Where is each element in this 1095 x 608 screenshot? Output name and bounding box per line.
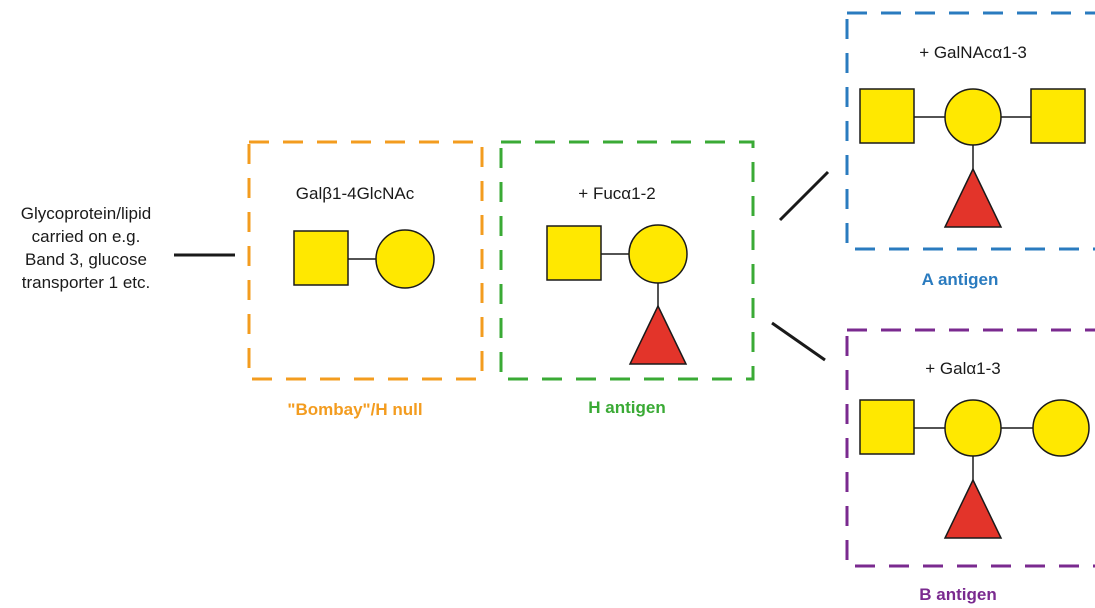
bombay-title: Galβ1-4GlcNAc — [296, 184, 415, 203]
fucose-triangle-icon — [943, 167, 1003, 228]
a-antigen-frame — [845, 11, 1095, 251]
terminal-galactose-circle-icon — [1032, 399, 1090, 457]
galactose-circle-icon — [944, 399, 1002, 457]
b-antigen-title: + Galα1-3 — [925, 359, 1001, 378]
a-antigen-title: + GalNAcα1-3 — [919, 43, 1027, 62]
galactose-circle-icon — [375, 229, 435, 289]
group-a-antigen: + GalNAcα1-3 A antigen — [845, 11, 1095, 289]
bombay-frame — [247, 140, 484, 381]
a-antigen-label: A antigen — [922, 270, 999, 289]
h-antigen-frame — [499, 140, 755, 381]
carrier-line: Band 3, glucose — [25, 250, 147, 269]
carrier-line: carried on e.g. — [31, 227, 141, 246]
b-antigen-frame — [845, 328, 1095, 568]
galactose-circle-icon — [944, 88, 1002, 146]
connector-to-a-antigen — [778, 170, 830, 222]
bombay-label: "Bombay"/H null — [287, 400, 422, 419]
fucose-triangle-icon — [943, 478, 1003, 539]
carrier-line: Glycoprotein/lipid — [20, 204, 152, 223]
carrier-description: Glycoprotein/lipid carried on e.g. Band … — [0, 202, 172, 294]
glcnac-square-icon — [859, 88, 915, 144]
group-h-antigen: + Fucα1-2 H antigen — [499, 140, 755, 417]
group-bombay: Galβ1-4GlcNAc "Bombay"/H null — [247, 140, 484, 419]
group-b-antigen: + Galα1-3 B antigen — [845, 328, 1095, 604]
b-antigen-label: B antigen — [919, 585, 996, 604]
glcnac-square-icon — [859, 399, 915, 455]
glcnac-square-icon — [293, 230, 349, 286]
galactose-circle-icon — [628, 224, 688, 284]
fucose-triangle-icon — [628, 304, 688, 365]
h-antigen-label: H antigen — [588, 398, 665, 417]
glcnac-square-icon — [546, 225, 602, 281]
h-antigen-title: + Fucα1-2 — [578, 184, 655, 203]
galnac-square-icon — [1030, 88, 1086, 144]
carrier-line: transporter 1 etc. — [21, 273, 151, 292]
connector-to-b-antigen — [771, 321, 826, 362]
